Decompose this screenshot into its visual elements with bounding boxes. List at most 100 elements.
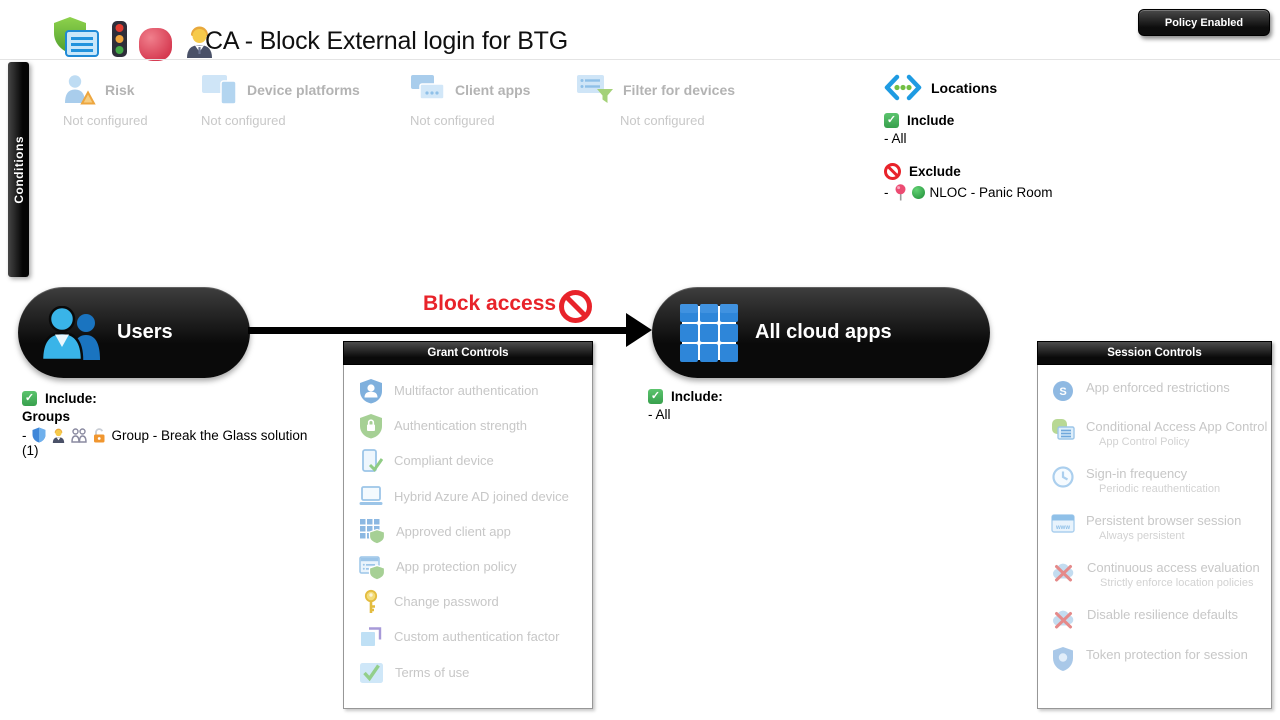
- grant-control-label: App protection policy: [396, 559, 517, 575]
- filter-for-devices-icon: [576, 74, 614, 105]
- compliant-device-icon: [359, 448, 383, 474]
- session-control-row: Sign-in frequency Periodic reauthenticat…: [1038, 465, 1271, 497]
- conditional-access-app-control-icon: [1051, 418, 1075, 442]
- apps-include-block: Include: - All: [648, 389, 723, 422]
- approved-client-app-icon: [359, 518, 385, 545]
- session-control-row: www Persistent browser session Always pe…: [1038, 512, 1271, 544]
- include-checkbox-icon: [22, 391, 37, 406]
- grant-control-row: Change password: [344, 584, 592, 619]
- app-protection-policy-icon: [359, 554, 385, 580]
- condition-label: Filter for devices: [623, 81, 736, 98]
- session-control-label: Persistent browser session: [1086, 513, 1242, 528]
- grant-control-row: Compliant device: [344, 443, 592, 478]
- session-controls-header: Session Controls: [1037, 341, 1272, 365]
- locations-include-value: - All: [884, 131, 907, 146]
- continuous-access-evaluation-icon: [1051, 559, 1076, 584]
- persistent-browser-session-icon: www: [1051, 512, 1075, 536]
- grant-controls-header: Grant Controls: [343, 341, 593, 365]
- session-control-label: Continuous access evaluation: [1087, 560, 1260, 575]
- svg-text:S: S: [1059, 386, 1066, 398]
- condition-label: Locations: [931, 80, 998, 96]
- device-platforms-icon: [201, 74, 238, 105]
- locations-include-label: Include: [907, 113, 955, 128]
- group-item-count: (1): [22, 443, 39, 458]
- apps-include-title: Include:: [671, 389, 723, 404]
- include-checkbox-icon: [884, 113, 899, 128]
- group-item-prefix: -: [22, 427, 27, 443]
- stop-icon: [139, 28, 172, 61]
- office-worker-icon: [183, 25, 216, 63]
- session-control-row: Disable resilience defaults: [1038, 606, 1271, 631]
- grant-control-label: Change password: [394, 594, 499, 610]
- session-control-row: Conditional Access App Control App Contr…: [1038, 418, 1271, 450]
- grant-control-label: Hybrid Azure AD joined device: [394, 488, 569, 504]
- disable-resilience-defaults-icon: [1051, 606, 1076, 631]
- condition-label: Risk: [105, 81, 135, 98]
- users-icon: [40, 305, 102, 360]
- sign-in-frequency-icon: [1051, 465, 1075, 489]
- session-control-row: Token protection for session: [1038, 646, 1271, 672]
- users-include-block: Include: Groups -: [22, 391, 320, 458]
- condition-client-apps: Client apps Not configured: [410, 74, 530, 128]
- exclude-icon: [884, 163, 901, 180]
- group-shield-icon: [32, 427, 46, 443]
- session-control-label: Token protection for session: [1086, 647, 1248, 662]
- block-access-icon: [559, 290, 592, 323]
- session-control-sublabel: Strictly enforce location policies: [1100, 577, 1254, 589]
- grant-control-row: App protection policy: [344, 549, 592, 584]
- grant-controls-panel: Grant Controls Multifactor authenticatio…: [343, 341, 593, 709]
- token-protection-icon: [1051, 646, 1075, 672]
- app-grid-icon: [680, 303, 738, 362]
- policy-status-badge: Policy Enabled: [1138, 9, 1270, 36]
- page-title: CA - Block External login for BTG: [205, 27, 568, 55]
- users-include-title: Include:: [45, 391, 97, 406]
- session-controls-panel: Session Controls S App enforced restrict…: [1037, 341, 1272, 709]
- group-item-text: Group - Break the Glass solution: [111, 427, 308, 443]
- multifactor-authentication-icon: [359, 378, 383, 404]
- grant-control-label: Multifactor authentication: [394, 383, 539, 399]
- group-people-icon: [70, 427, 87, 443]
- users-node: Users: [18, 287, 250, 378]
- condition-status: Not configured: [410, 113, 495, 128]
- locations-exclude-label: Exclude: [909, 164, 961, 179]
- condition-locations: Locations Include - All Exclude -: [884, 74, 1053, 201]
- terms-of-use-icon: [359, 660, 384, 685]
- grant-control-label: Authentication strength: [394, 418, 527, 434]
- grant-control-label: Approved client app: [396, 523, 511, 539]
- grant-control-label: Terms of use: [395, 664, 470, 680]
- flow-arrow-head: [626, 313, 652, 347]
- grant-control-row: Approved client app: [344, 514, 592, 549]
- session-control-sublabel: Always persistent: [1099, 530, 1185, 542]
- grant-control-label: Compliant device: [394, 453, 494, 469]
- condition-status: Not configured: [63, 113, 148, 128]
- condition-label: Device platforms: [247, 81, 360, 98]
- include-checkbox-icon: [648, 389, 663, 404]
- session-control-label: App enforced restrictions: [1086, 380, 1230, 395]
- app-enforced-restrictions-icon: S: [1051, 379, 1075, 403]
- conditions-section-bar: Conditions: [8, 62, 29, 277]
- session-control-row: Continuous access evaluation Strictly en…: [1038, 559, 1271, 591]
- session-control-sublabel: App Control Policy: [1099, 436, 1190, 448]
- group-lock-icon: [92, 427, 107, 443]
- condition-label: Client apps: [455, 81, 531, 98]
- named-location-dot-icon: [911, 186, 925, 199]
- custom-authentication-factor-icon: [359, 625, 383, 649]
- traffic-light-icon: [111, 20, 128, 63]
- locations-exclude-value: NLOC - Panic Room: [929, 185, 1053, 200]
- condition-device-platforms: Device platforms Not configured: [201, 74, 360, 128]
- flow-arrow: [248, 327, 632, 334]
- group-worker-icon: [51, 428, 66, 443]
- grant-control-row: Hybrid Azure AD joined device: [344, 479, 592, 514]
- access-control-label: Block access: [423, 292, 557, 315]
- session-control-label: Disable resilience defaults: [1087, 607, 1239, 622]
- exclude-item-prefix: -: [884, 185, 889, 200]
- hybrid-joined-device-icon: [359, 483, 383, 509]
- condition-status: Not configured: [201, 113, 286, 128]
- risk-icon: [63, 74, 96, 105]
- grant-control-row: Terms of use: [344, 655, 592, 690]
- grant-control-row: Custom authentication factor: [344, 619, 592, 654]
- session-control-label: Conditional Access App Control: [1086, 419, 1268, 434]
- condition-risk: Risk Not configured: [63, 74, 148, 128]
- cloud-apps-node: All cloud apps: [652, 287, 990, 378]
- session-control-row: S App enforced restrictions: [1038, 379, 1271, 403]
